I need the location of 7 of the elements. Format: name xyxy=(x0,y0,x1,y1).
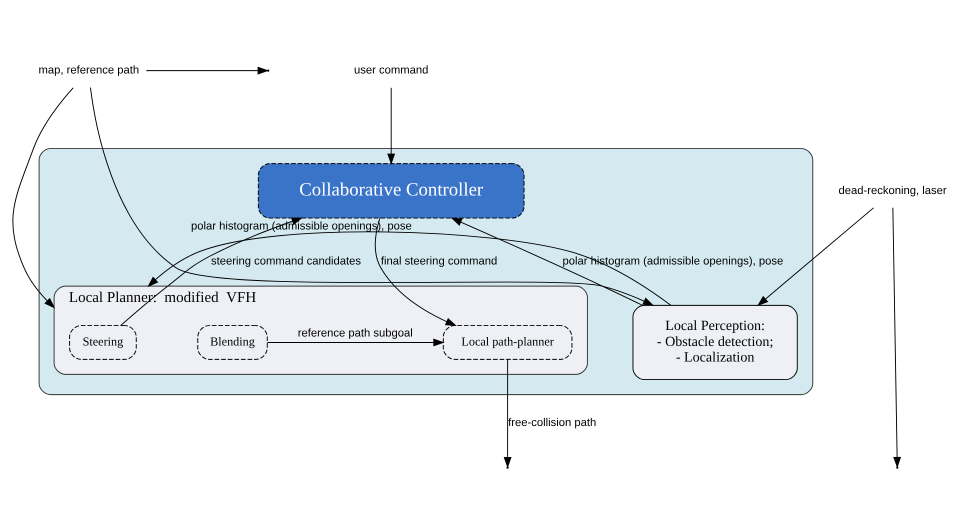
edge-label: reference path subgoal xyxy=(298,326,413,339)
node-text: map, reference path xyxy=(38,64,140,76)
edge-label: final steering command xyxy=(380,255,498,268)
edge-label: free-collision path xyxy=(508,416,596,429)
node-text: user command xyxy=(354,64,428,76)
node-text: dead-reckoning, laser xyxy=(838,184,947,196)
edge-label: steering command candidates xyxy=(210,255,362,268)
